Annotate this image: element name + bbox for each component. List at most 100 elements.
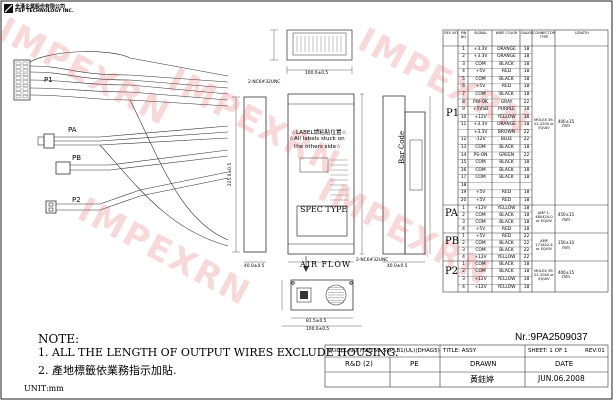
table-group-p2: P2 — [445, 266, 459, 277]
table-cell: COM — [475, 145, 486, 151]
table-cell: 3 — [462, 61, 465, 67]
table-cell: 18 — [523, 76, 530, 82]
spec-type-box: SPEC TYPE — [300, 205, 348, 214]
drawn-name: 黃鈺婷 — [470, 375, 494, 384]
table-cell: +12V — [474, 114, 487, 120]
table-cell: +5V — [475, 84, 486, 90]
table-cell: 22 — [523, 247, 530, 253]
table-connector-type: MOLEX 39-01-2040 or EQUIV — [534, 268, 554, 281]
table-cell: BLACK — [499, 240, 514, 246]
table-header-5: CONNECTOR TYPE — [533, 31, 555, 39]
table-cell: RED — [501, 84, 512, 90]
table-cell: 18 — [523, 205, 530, 211]
dim-screw-bottom: 2-NC6#32UNC — [356, 258, 389, 263]
psu-right-view — [382, 95, 431, 263]
table-header-6: LENGTH — [575, 31, 589, 35]
dim-side-height: 225.0±0.5 — [228, 162, 234, 187]
table-cell: 22 — [523, 99, 530, 105]
air-flow-label: AIR FLOW — [300, 260, 352, 269]
company-logo — [4, 4, 13, 13]
table-cell: BLACK — [499, 160, 514, 166]
table-cell: PURPLE — [498, 107, 515, 113]
dim-front-w1: 81.5±0.5 — [306, 319, 327, 324]
table-cell: +5V — [475, 226, 486, 232]
part-reference: Nr.:9PA2509037 — [515, 332, 588, 343]
table-cell: 18 — [523, 284, 530, 290]
table-cell: YELLOW — [497, 114, 516, 120]
table-cell: 18 — [523, 84, 530, 90]
dim-base-right: 40.0±0.5 — [387, 264, 408, 269]
table-cell: 18 — [523, 61, 530, 67]
table-cell: 4 — [462, 284, 465, 290]
table-cell: 15 — [460, 160, 467, 166]
dim-front-w2: 100.0±0.5 — [306, 327, 330, 332]
model-no-label: MODEL NO. — [327, 348, 360, 354]
dim-screw-top: 2-NC6#32UNC — [248, 80, 281, 85]
table-cell: 18 — [523, 269, 530, 275]
table-header-1: PIN NO — [460, 31, 467, 39]
table-cell: 18 — [523, 46, 530, 52]
company-name-cn: 全漢企業股份有限公司 — [15, 4, 66, 10]
table-cell: YELLOW — [497, 284, 516, 290]
table-cell: 22 — [523, 152, 530, 158]
sheet-label: SHEET: 1 OF 1 — [528, 348, 568, 354]
table-cell: 10 — [460, 114, 467, 120]
table-group-pb: PB — [445, 236, 460, 247]
table-cell: 22 — [523, 254, 530, 260]
note-line-2: 2. 產地標籤依業務指示加貼. — [38, 364, 177, 377]
table-length: 400±15 mm — [557, 269, 575, 280]
table-group-p1: P1 — [446, 108, 460, 119]
table-connector-type: MOLEX 39-01-2200 or EQUIV — [534, 117, 554, 130]
table-cell: 18 — [523, 261, 530, 267]
table-cell: 22 — [523, 240, 530, 246]
model-no-value: FSP250-50PLB1(UL)(DHAG5) — [360, 348, 440, 354]
table-cell: 18 — [523, 69, 530, 75]
table-cell: 4 — [462, 254, 465, 260]
label-p1-left: P1 — [44, 76, 53, 84]
table-group-pa: PA — [445, 208, 459, 219]
table-cell: YELLOW — [497, 254, 516, 260]
table-cell: 2 — [462, 54, 465, 60]
table-cell: BLACK — [499, 61, 514, 67]
table-cell: +5VSB — [472, 107, 489, 113]
rev-label: REV:01 — [585, 348, 605, 354]
label-pb-left: PB — [72, 154, 82, 162]
table-cell: YELLOW — [497, 277, 516, 283]
dim-base-left: 40.0±0.5 — [244, 264, 265, 269]
table-cell: 5 — [462, 76, 465, 82]
pe-label: PE — [410, 360, 419, 368]
table-cell: 22 — [523, 233, 530, 239]
table-cell: RED — [501, 198, 512, 204]
table-length: 450±15 mm — [557, 212, 575, 222]
table-connector-type: AMP 171822-4 or EQUIV — [535, 239, 553, 252]
table-cell: 18 — [523, 160, 530, 166]
table-cell: 20 — [460, 198, 467, 204]
table-cell: 3 — [462, 277, 465, 283]
table-cell: 19 — [460, 190, 467, 196]
psu-front-view — [281, 279, 362, 327]
table-cell: GRAY — [500, 99, 513, 105]
table-cell: 18 — [523, 175, 530, 181]
table-cell: +12V — [474, 284, 487, 290]
table-cell: BLACK — [499, 247, 514, 253]
title-label: TITLE: ASSY — [443, 348, 477, 354]
label-sticker-note-3: the others side☆ — [294, 144, 342, 150]
unit-label: UNIT:mm — [24, 384, 64, 393]
table-cell: BLACK — [499, 212, 514, 218]
table-cell: BLACK — [499, 145, 514, 151]
table-cell: 12 — [460, 137, 467, 143]
table-length: 400±15 mm — [557, 118, 575, 129]
table-header-3: WIRE COLOR — [495, 31, 518, 35]
table-cell: 18 — [523, 92, 530, 98]
table-cell: BLUE — [500, 137, 513, 143]
table-cell: 2 — [462, 240, 465, 246]
table-cell: PW-OK — [473, 99, 488, 105]
table-cell: 18 — [523, 212, 530, 218]
wire-harness — [13, 51, 229, 247]
table-cell: 4 — [462, 69, 465, 75]
label-pa-left: PA — [68, 126, 77, 134]
table-cell: 3 — [462, 219, 465, 225]
table-cell: 18 — [523, 122, 530, 128]
table-cell: 4 — [462, 226, 465, 232]
table-cell: BLACK — [499, 261, 514, 267]
